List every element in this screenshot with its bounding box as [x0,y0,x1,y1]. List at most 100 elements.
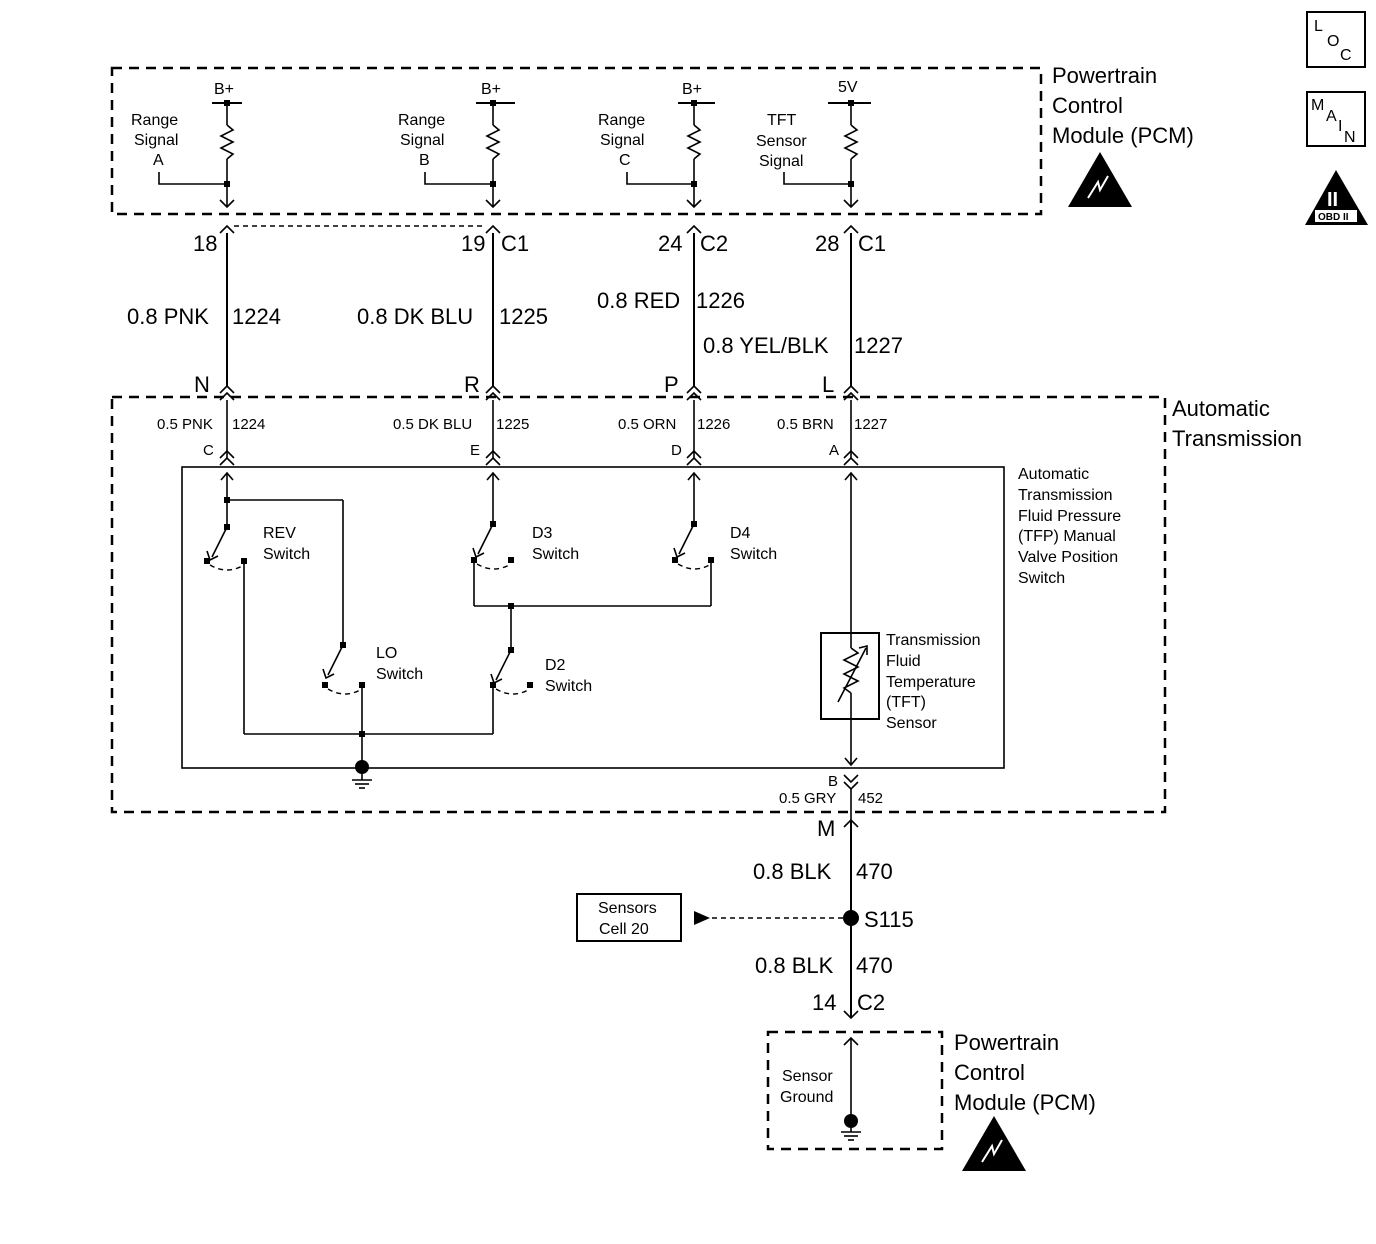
svg-text:Switch: Switch [545,678,592,695]
pin-d: D [671,442,682,459]
svg-text:Switch: Switch [376,666,423,683]
tft-sensor-icon [820,632,880,720]
lo-switch-label: LO [376,645,397,662]
connector-c2-b: C2 [857,990,885,1015]
pin-24: 24 [658,231,682,256]
svg-text:C: C [619,152,631,169]
svg-text:5V: 5V [838,79,858,96]
wire-color-pnk: 0.8 PNK [127,304,209,329]
connector-c1-b: C1 [858,231,886,256]
pcm-circuit-b: B+ Range Signal B [398,81,515,209]
svg-text:0.5 GRY: 0.5 GRY [779,790,836,807]
wire-color-yel-blk: 0.8 YEL/BLK [703,333,829,358]
pin-m: M [817,816,835,841]
svg-text:Fluid: Fluid [886,653,921,670]
svg-text:Cell 20: Cell 20 [599,921,649,938]
svg-text:Signal: Signal [134,132,178,149]
pin-c: C [203,442,214,459]
pin-p: P [664,372,679,397]
svg-text:B: B [419,152,430,169]
svg-text:Sensors: Sensors [598,900,657,917]
svg-text:A: A [153,152,164,169]
pin-e: E [470,442,480,459]
loc-icon[interactable]: L O C [1306,11,1366,68]
sensors-cell-20-reference[interactable]: Sensors Cell 20 [576,893,682,942]
svg-text:0.8 BLK: 0.8 BLK [755,953,834,978]
splice-s115-icon [843,910,859,926]
svg-text:Sensor: Sensor [756,133,807,150]
main-icon[interactable]: M A I N [1306,91,1366,147]
svg-text:1226: 1226 [697,416,730,433]
rev-switch-label: REV [263,525,296,542]
svg-text:470: 470 [856,953,893,978]
pcm-circuit-tft: 5V TFT Sensor Signal [756,79,871,209]
svg-text:1224: 1224 [232,416,265,433]
pcm-top-module: Powertrain Control Module (PCM) [110,63,1194,216]
wire-circuit-1224: 1224 [232,304,281,329]
svg-text:0.5 ORN: 0.5 ORN [618,416,676,433]
svg-text:Temperature: Temperature [886,674,976,691]
svg-text:0.5 PNK: 0.5 PNK [157,416,213,433]
svg-text:Control: Control [1052,93,1123,118]
svg-text:Signal: Signal [600,132,644,149]
wire-circuit-1227: 1227 [854,333,903,358]
case-ground-icon [355,760,369,774]
esd-warning-icon [1068,152,1132,207]
svg-text:Range: Range [598,112,645,129]
svg-text:0.8 BLK: 0.8 BLK [753,859,832,884]
svg-text:Range: Range [131,112,178,129]
svg-text:Signal: Signal [400,132,444,149]
svg-text:B+: B+ [682,81,702,98]
svg-text:I: I [1338,118,1342,135]
svg-text:II: II [1327,189,1338,211]
svg-text:OBD II: OBD II [1318,212,1349,223]
svg-text:1225: 1225 [496,416,529,433]
pin-a: A [829,442,839,459]
svg-text:Transmission: Transmission [1172,426,1302,451]
svg-text:Module (PCM): Module (PCM) [1052,123,1194,148]
pin-18: 18 [193,231,217,256]
obd-ii-icon[interactable]: II OBD II [1305,170,1368,225]
pcm-circuit-a: B+ Range Signal A [131,81,242,209]
pin-14: 14 [812,990,836,1015]
pcm-bottom-title: Powertrain [954,1030,1059,1055]
svg-text:M: M [1311,97,1324,114]
svg-text:Ground: Ground [780,1089,833,1106]
svg-text:N: N [1344,129,1356,146]
pin-l: L [822,372,834,397]
svg-text:L: L [1314,18,1323,35]
d2-switch-label: D2 [545,657,566,674]
d4-switch-label: D4 [730,525,751,542]
svg-text:B+: B+ [481,81,501,98]
pin-r: R [464,372,480,397]
svg-text:A: A [1326,108,1337,125]
pin-b: B [828,773,838,790]
pin-19: 19 [461,231,485,256]
transmission-title: Automatic [1172,396,1270,421]
ground-path: M 0.8 BLK 470 S115 0.8 BLK 470 14 C2 [694,816,914,1020]
svg-text:Range: Range [398,112,445,129]
pin-28: 28 [815,231,839,256]
d3-switch-label: D3 [532,525,553,542]
svg-text:TFT: TFT [767,112,797,129]
svg-text:Switch: Switch [532,546,579,563]
svg-text:Control: Control [954,1060,1025,1085]
svg-text:0.5 BRN: 0.5 BRN [777,416,834,433]
svg-text:C: C [1340,47,1352,64]
svg-text:Fluid Pressure: Fluid Pressure [1018,508,1121,525]
svg-text:Sensor: Sensor [886,715,937,732]
splice-label: S115 [864,907,914,932]
pcm-circuit-c: B+ Range Signal C [598,81,715,209]
wire-color-dk-blu: 0.8 DK BLU [357,304,473,329]
svg-text:(TFT): (TFT) [886,694,926,711]
esd-warning-icon-bottom [962,1116,1026,1171]
svg-text:452: 452 [858,790,883,807]
connector-c2: C2 [700,231,728,256]
svg-text:470: 470 [856,859,893,884]
tft-ground-wire: B 0.5 GRY 452 [779,773,883,820]
tft-sensor-label: Transmission [886,632,981,649]
automatic-transmission: Automatic Transmission 0.5 PNK 1224 0.5 … [110,395,1302,814]
connector-c1: C1 [501,231,529,256]
wire-color-red: 0.8 RED [597,288,680,313]
